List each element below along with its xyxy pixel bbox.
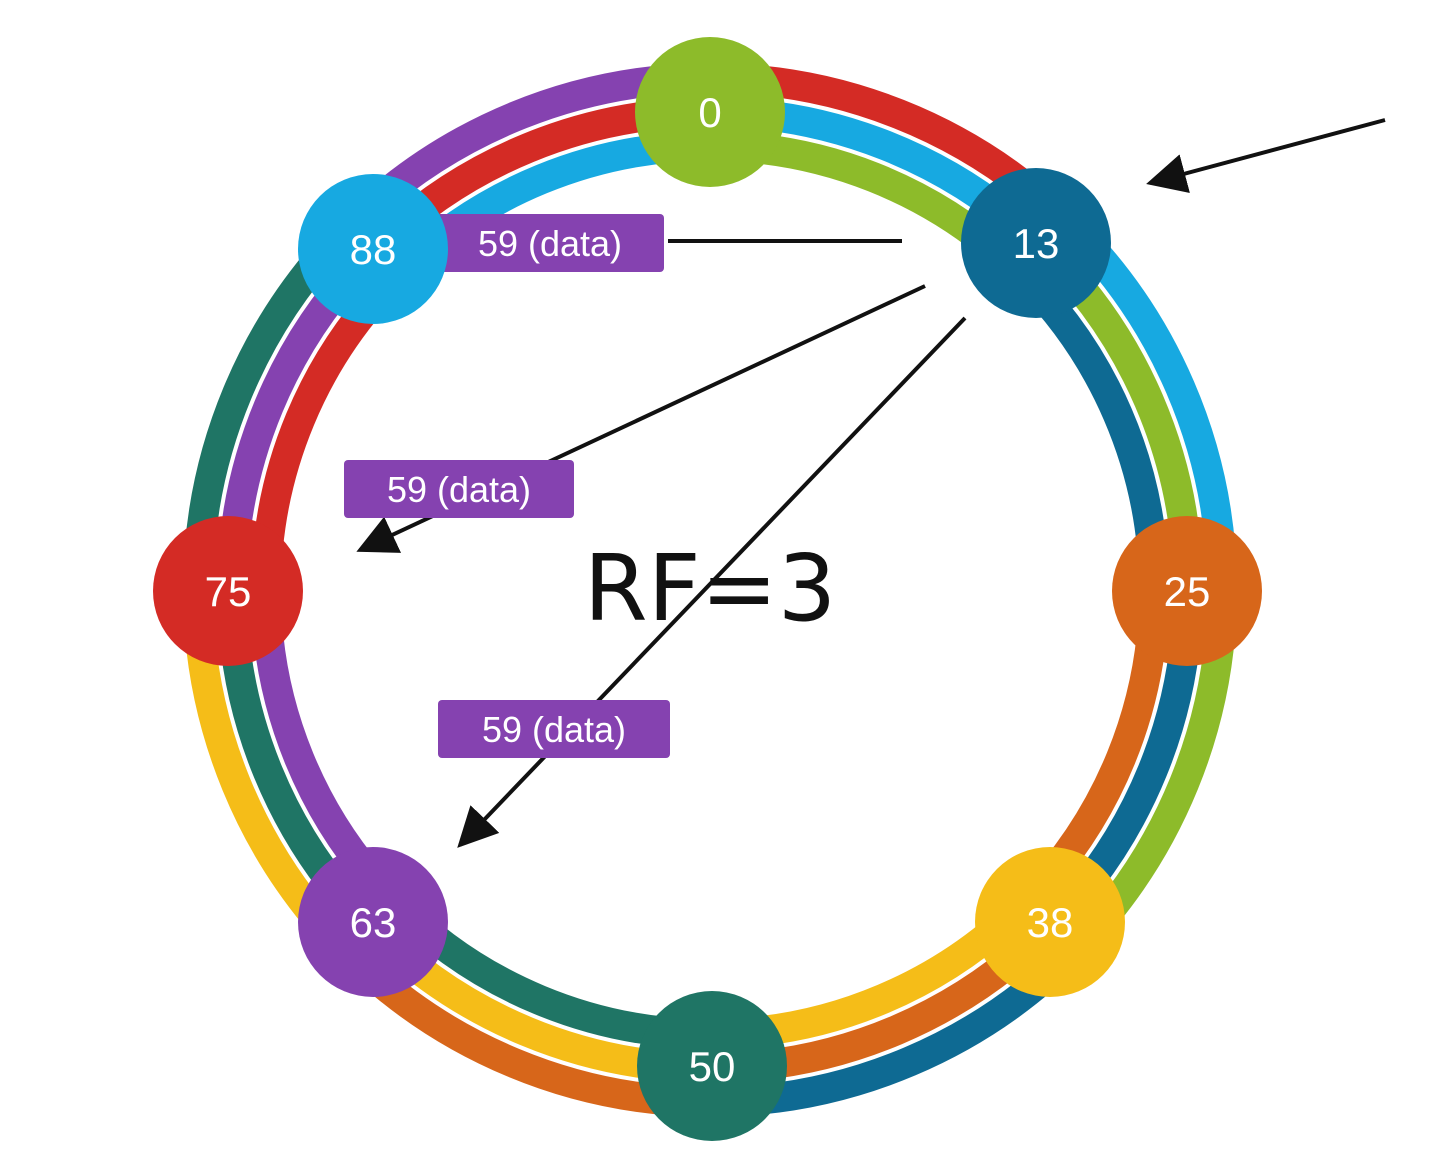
ring-node-label: 63 <box>350 899 397 946</box>
replica-data-tag-label: 59 (data) <box>478 223 622 264</box>
ring-node-circle <box>637 991 787 1141</box>
replica-data-tag-box <box>344 460 574 518</box>
ring-node-50: 50 <box>637 991 787 1141</box>
ring-node-circle <box>961 168 1111 318</box>
ring-node-label: 13 <box>1013 220 1060 267</box>
ring-node-label: 88 <box>350 226 397 273</box>
ring-node-25: 25 <box>1112 516 1262 666</box>
replica-data-tag: 59 (data) <box>344 460 574 518</box>
replica-data-tag: 59 (data) <box>436 214 664 272</box>
replica-data-tag: 59 (data) <box>438 700 670 758</box>
ring-node-label: 38 <box>1027 899 1074 946</box>
replica-data-tag-box <box>438 700 670 758</box>
ring-node-0: 0 <box>635 37 785 187</box>
ring-node-circle <box>635 37 785 187</box>
ring-node-label: 50 <box>689 1043 736 1090</box>
replica-data-tag-label: 59 (data) <box>387 469 531 510</box>
ring-node-circle <box>298 174 448 324</box>
ring-node-circle <box>153 516 303 666</box>
replica-data-tags: 59 (data) 59 (data) 59 (data) <box>344 214 670 758</box>
ring-node-38: 38 <box>975 847 1125 997</box>
ring-nodes: 0 13 25 38 50 63 75 88 <box>153 37 1262 1141</box>
ring-node-88: 88 <box>298 174 448 324</box>
ring-node-label: 75 <box>205 568 252 615</box>
ring-node-circle <box>298 847 448 997</box>
ring-node-75: 75 <box>153 516 303 666</box>
ring-node-63: 63 <box>298 847 448 997</box>
ring-node-label: 0 <box>698 89 721 136</box>
ring-node-circle <box>975 847 1125 997</box>
replica-data-tag-box <box>436 214 664 272</box>
replication-factor-label: RF=3 <box>584 535 836 642</box>
ring-node-circle <box>1112 516 1262 666</box>
incoming-write-arrow <box>1146 118 1386 193</box>
ring-node-label: 25 <box>1164 568 1211 615</box>
ring-node-13: 13 <box>961 168 1111 318</box>
replica-data-tag-label: 59 (data) <box>482 709 626 750</box>
